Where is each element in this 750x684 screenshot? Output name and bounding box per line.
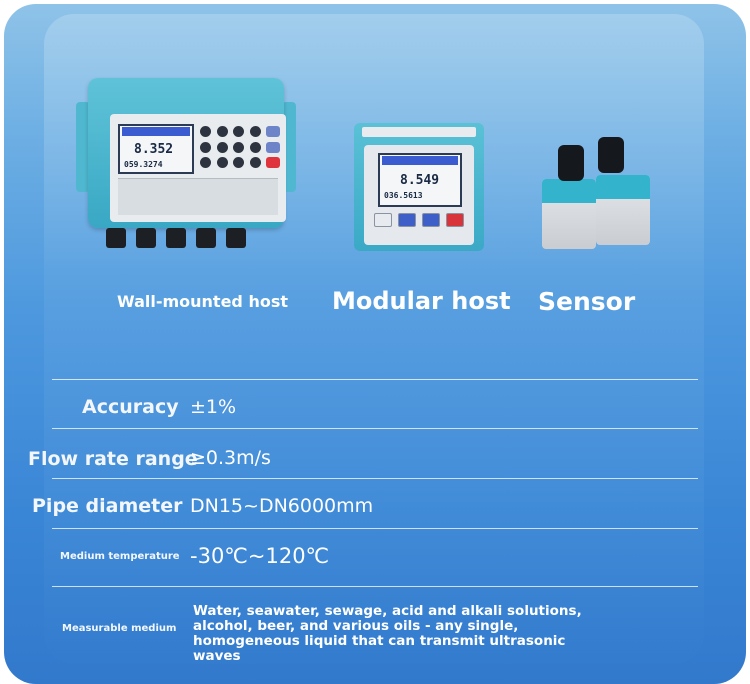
- spec-value: Water, seawater, sewage, acid and alkali…: [193, 604, 613, 664]
- divider-line: [52, 478, 698, 479]
- spec-value-line: homogeneous liquid that can transmit ult…: [193, 633, 566, 664]
- spec-label: Measurable medium: [62, 623, 177, 634]
- modular-host-image: 8.549 036.5613: [354, 123, 484, 253]
- keypad-key: [249, 141, 261, 153]
- spec-label: Pipe diameter: [32, 495, 183, 517]
- wall-display-total: 059.3274: [124, 160, 163, 169]
- keypad-key: [249, 157, 261, 169]
- keypad-key: [233, 141, 244, 153]
- sensor-probe-cover: [542, 179, 596, 203]
- keypad-key: [200, 126, 211, 137]
- wall-display-flow-value: 8.352: [134, 142, 174, 157]
- sensor-probe-left: [542, 179, 596, 249]
- right-key: [422, 213, 440, 227]
- divider-line: [52, 428, 698, 429]
- keypad-key: [233, 157, 244, 169]
- keypad-key: [266, 157, 280, 169]
- keypad-key: [266, 141, 280, 153]
- sensor-cable-gland-left: [558, 145, 584, 181]
- spec-value: DN15~DN6000mm: [190, 495, 374, 517]
- enter-key: [446, 213, 464, 227]
- cable-gland: [106, 228, 126, 248]
- sensor-probe-cover: [596, 175, 650, 199]
- keypad-key: [216, 157, 228, 169]
- modular-host-display: 8.549 036.5613: [378, 153, 462, 207]
- spec-value: -30℃~120℃: [190, 544, 330, 568]
- keypad-key: [216, 126, 228, 137]
- warning-label-plate: [118, 178, 278, 215]
- keypad-key: [216, 141, 228, 153]
- cable-glands: [106, 228, 276, 248]
- wall-host-faceplate: 8.352 059.3274: [110, 114, 286, 222]
- menu-key: [374, 213, 392, 227]
- spec-value-line: alcohol, beer, and various oils - any si…: [193, 618, 519, 634]
- cable-gland: [226, 228, 246, 248]
- terminal-block: [362, 127, 476, 137]
- modular-host-faceplate: 8.549 036.5613: [364, 145, 474, 245]
- spec-value: ±1%: [190, 396, 237, 418]
- sensor-caption: Sensor: [538, 287, 636, 316]
- sensor-probe-right: [596, 175, 650, 245]
- modular-host-housing: 8.549 036.5613: [354, 123, 484, 251]
- spec-value: ≥0.3m/s: [190, 447, 271, 469]
- wall-mounted-host-caption: Wall-mounted host: [117, 292, 289, 311]
- mount-bracket-left: [76, 102, 90, 192]
- display-header-bar: [382, 156, 458, 165]
- modular-display-total: 036.5613: [384, 191, 423, 200]
- spec-label: Medium temperature: [60, 551, 180, 562]
- divider-line: [52, 379, 698, 380]
- wall-host-housing: 8.352 059.3274: [88, 78, 286, 228]
- modular-host-keys: [374, 213, 464, 227]
- sensor-image: [538, 135, 658, 249]
- divider-line: [52, 528, 698, 529]
- spec-value-line: Water, seawater, sewage, acid and alkali…: [193, 603, 582, 619]
- wall-host-display: 8.352 059.3274: [118, 124, 194, 174]
- sensor-cable-gland-right: [598, 137, 624, 173]
- modular-display-flow-value: 8.549: [400, 173, 440, 188]
- keypad-key: [200, 141, 211, 153]
- cable-gland: [136, 228, 156, 248]
- cable-gland: [196, 228, 216, 248]
- display-header-bar: [122, 127, 190, 136]
- modular-host-caption: Modular host: [332, 287, 511, 315]
- divider-line: [52, 586, 698, 587]
- spec-label: Flow rate range: [28, 448, 198, 470]
- wall-mounted-host-image: 8.352 059.3274: [76, 78, 296, 248]
- keypad-key: [233, 126, 244, 137]
- wall-host-keypad: [200, 126, 280, 170]
- keypad-key: [249, 126, 261, 137]
- up-key: [398, 213, 416, 227]
- cable-gland: [166, 228, 186, 248]
- keypad-key: [200, 157, 211, 169]
- spec-label: Accuracy: [82, 396, 179, 418]
- keypad-key: [266, 126, 280, 137]
